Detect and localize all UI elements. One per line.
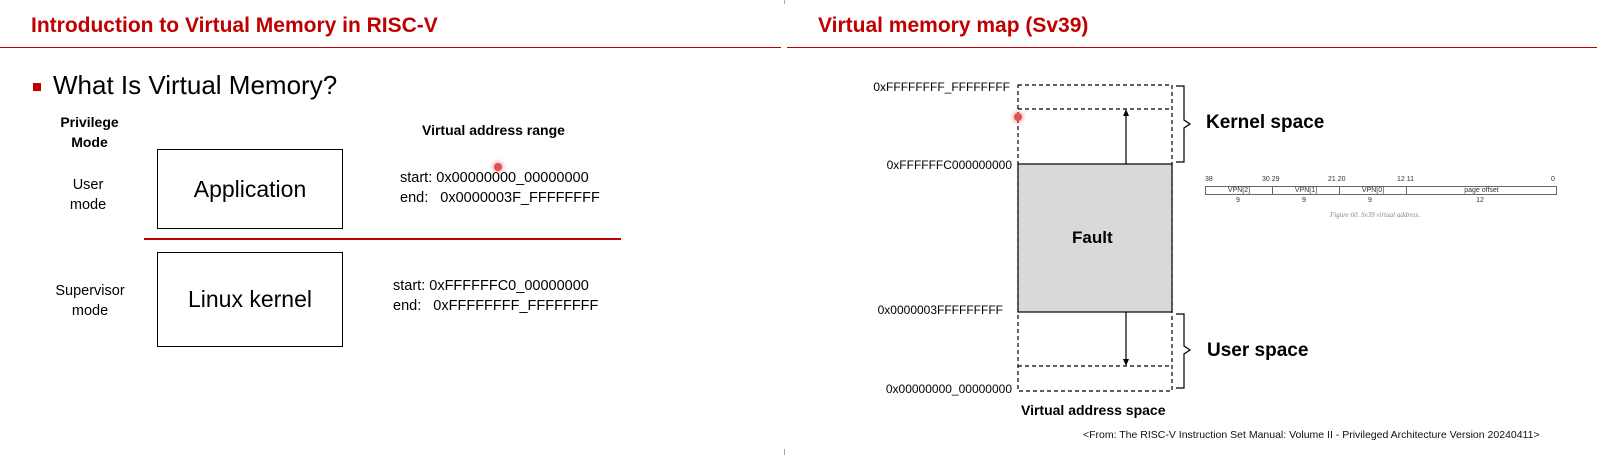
user-space-label: User space [1207,340,1309,361]
width-vpn1: 9 [1302,197,1306,204]
sv39-width-row: 9 9 9 12 [1205,197,1557,204]
source-citation: <From: The RISC-V Instruction Set Manual… [1083,429,1540,441]
fault-region [1017,163,1173,313]
fault-label: Fault [1072,228,1113,247]
right-title-rule [787,47,1597,48]
slide-separator-top [784,0,785,4]
field-vpn2: VPN[2] [1206,187,1273,194]
bit-21-20: 21 20 [1328,176,1346,183]
right-slide-title: Virtual memory map (Sv39) [818,14,1089,37]
kernel-range-start: start: 0xFFFFFFC0_00000000 [393,278,589,294]
user-mode-label: User mode [69,177,107,213]
left-slide-title: Introduction to Virtual Memory in RISC-V [31,14,438,37]
laser-pointer-dot [494,163,502,171]
virtual-address-space-caption: Virtual address space [1021,402,1166,418]
addr-user-end: 0x0000003FFFFFFFFF [877,303,1003,317]
mode-divider [144,238,621,240]
virtual-address-range-header: Virtual address range [422,122,565,138]
laser-pointer-dot-right [1014,113,1022,121]
user-range-end: end: 0x0000003F_FFFFFFFF [400,190,600,206]
user-arrow-head [1123,359,1129,366]
application-box: Application [157,149,343,229]
sv39-field-row: VPN[2] VPN[1] VPN[0] page offset [1205,186,1557,195]
sv39-caption: Figure 60. Sv39 virtual address. [1330,211,1421,219]
kernel-brace [1176,85,1192,163]
field-vpn1: VPN[1] [1273,187,1340,194]
kernel-arrow-head [1123,109,1129,116]
field-page-offset: page offset [1464,187,1499,194]
field-vpn0: VPN[0] [1340,187,1407,194]
kernel-space-label: Kernel space [1206,112,1325,133]
width-vpn2: 9 [1236,197,1240,204]
addr-kernel-start: 0xFFFFFFC000000000 [886,158,1012,172]
application-box-label: Application [193,175,307,202]
kernel-range-end: end: 0xFFFFFFFF_FFFFFFFF [393,298,599,314]
linux-kernel-box-label: Linux kernel [187,286,313,312]
left-title-rule [0,47,781,48]
addr-bottom: 0x00000000_00000000 [885,382,1012,396]
privilege-mode-header: Privilege Mode [60,114,119,150]
width-page-offset: 12 [1476,197,1484,204]
user-range-start: start: 0x00000000_00000000 [400,170,589,186]
bullet-text: What Is Virtual Memory? [53,70,338,100]
bit-38: 38 [1205,176,1213,183]
sv39-figure: 38 30 29 21 20 12 11 0 VPN[2] VPN[1] VPN… [1205,176,1557,226]
bullet-marker [33,83,41,91]
slide-separator-bottom [784,449,785,455]
memory-map-diagram [1017,84,1173,392]
bit-12-11: 12 11 [1397,176,1414,183]
user-brace [1176,313,1192,389]
linux-kernel-box: Linux kernel [157,252,343,347]
width-vpn0: 9 [1368,197,1372,204]
bit-0: 0 [1551,176,1555,183]
space-braces [1176,85,1192,389]
addr-top: 0xFFFFFFFF_FFFFFFFF [873,80,1010,94]
bit-30-29: 30 29 [1262,176,1280,183]
supervisor-mode-label: Supervisor mode [55,283,125,319]
